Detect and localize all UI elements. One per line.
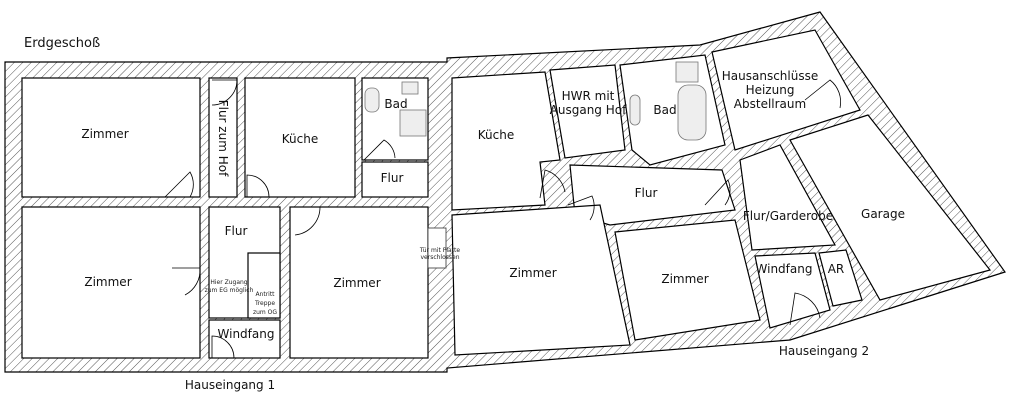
shower-icon [399,109,427,137]
label-hausanschluesse-line2: Heizung [746,83,795,97]
label-flur-left: Flur [225,224,248,238]
plan-title: Erdgeschoß [24,36,100,51]
washbasin-icon [364,87,380,113]
room-garage [789,114,992,301]
room-flur-small [361,161,429,198]
label-flur-right: Flur [635,186,658,200]
door-swing-icon [172,267,201,296]
room-windfang-left [208,319,281,359]
room-zimmer-right-big [451,204,631,356]
room-windfang-right [754,252,831,329]
note-tuer-line1: Tür mit Platte [419,247,460,254]
label-zimmer-top-left: Zimmer [81,127,128,141]
label-hauseingang-1: Hauseingang 1 [185,378,275,392]
label-flur-zum-hof: Flur zum Hof [216,100,230,177]
toilet-icon [401,81,419,95]
label-zimmer-bottom-left: Zimmer [84,275,131,289]
label-zimmer-right-big: Zimmer [509,266,556,280]
label-zimmer-middle: Zimmer [333,276,380,290]
label-kueche-right: Küche [478,128,514,142]
washbasin-icon [629,94,641,126]
room-kueche-right [451,71,561,211]
note-treppe-line2: Treppe [254,300,275,307]
label-ar: AR [828,262,845,276]
stair [247,252,281,319]
room-hwr [549,64,626,159]
label-garage: Garage [861,207,905,221]
room-zimmer-middle [289,206,429,359]
room-zimmer-top-left [21,77,201,198]
label-windfang-right: Windfang [756,262,813,276]
label-hausanschluesse-line1: Hausanschlüsse [722,69,818,83]
note-zugang-line2: zum EG möglich [205,287,254,294]
note-tuer-line2: verschlossen [420,254,459,261]
door-swing-icon [704,179,731,206]
label-bad-left: Bad [384,97,407,111]
door-swing-icon [164,171,194,198]
label-zimmer-right: Zimmer [661,272,708,286]
door-swing-icon [789,292,821,326]
room-zimmer-right [614,219,761,341]
door-swing-icon [211,335,235,359]
label-hauseingang-2: Hauseingang 2 [779,344,869,358]
label-windfang-left: Windfang [218,327,275,341]
room-kueche-left [244,77,356,198]
toilet-icon [675,61,699,83]
label-hausanschluesse-line3: Abstellraum [734,97,806,111]
room-flur-garderobe [739,144,836,251]
label-hwr-line2: Ausgang Hof [550,103,627,117]
door-swing-icon [539,169,566,199]
note-treppe-line1: Antritt [255,291,275,298]
door-swing-icon [567,195,595,221]
room-zimmer-bottom-left [21,206,201,359]
room-hausanschluesse [711,29,861,151]
door-swing-icon [211,79,238,106]
label-flur-garderobe: Flur/Garderobe [743,209,833,223]
label-hwr-line1: HWR mit [562,89,615,103]
label-flur-small: Flur [381,171,404,185]
closed-door-panel [427,227,447,269]
bathtub-icon [677,84,707,141]
room-flur-zum-hof [208,77,238,198]
door-swing-icon [363,139,396,161]
label-bad-right: Bad [653,103,676,117]
note-zugang-line1: Hier Zugang [210,279,247,286]
note-treppe-line3: zum OG [253,309,277,316]
label-kueche-left: Küche [282,132,318,146]
room-ar [818,249,863,307]
door-swing-icon [292,206,321,236]
door-swing-icon [804,79,841,109]
door-swing-icon [246,174,270,198]
